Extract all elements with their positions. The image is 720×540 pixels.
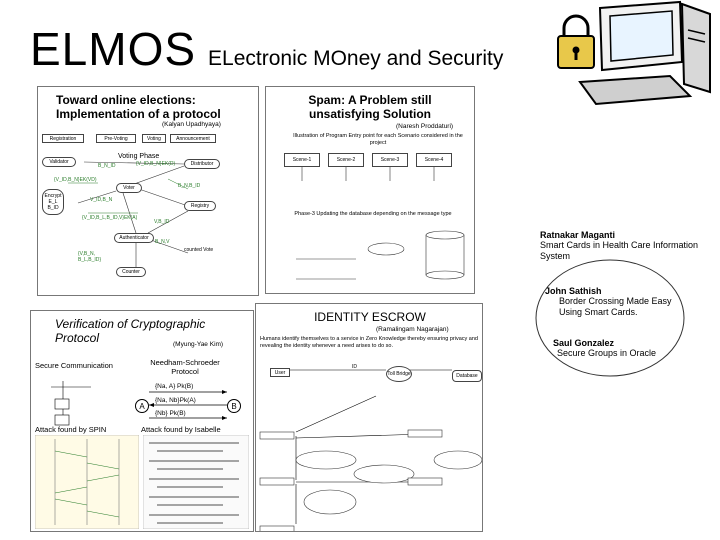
database-node: Database bbox=[452, 370, 482, 382]
crypto-panel: Verification of Cryptographic Protocol (… bbox=[30, 310, 254, 532]
spin-trace-chart bbox=[35, 435, 139, 529]
person-2-name: John Sathish bbox=[545, 286, 602, 296]
crypto-author: (Myung-Yae Kim) bbox=[173, 341, 224, 348]
computer-lock-icon bbox=[540, 0, 720, 112]
phase-announcement: Announcement bbox=[170, 134, 216, 143]
protocol-diagram bbox=[51, 381, 227, 426]
voting-diagram bbox=[68, 161, 189, 267]
escrow-description: Humans identify themselves to a service … bbox=[260, 336, 478, 349]
phase-voting: Voting bbox=[142, 134, 166, 143]
person-3-topic: Secure Groups in Oracle bbox=[557, 348, 657, 358]
elections-author: (Kalyan Upadhyaya) bbox=[162, 121, 221, 128]
crypto-title: Verification of Cryptographic Protocol bbox=[55, 317, 206, 345]
scene-3: Scene-3 bbox=[372, 153, 408, 167]
person-3: Saul Gonzalez Secure Groups in Oracle bbox=[553, 338, 693, 359]
phase-pre-voting: Pre-Voting bbox=[96, 134, 136, 143]
spam-caption: Illustration of Program Entry point for … bbox=[293, 133, 463, 146]
secure-comm-label: Secure Communication bbox=[35, 361, 113, 370]
validator-node: Validator bbox=[42, 157, 76, 167]
person-2-topic: Border Crossing Made Easy Using Smart Ca… bbox=[559, 296, 672, 317]
spam-panel: Spam: A Problem still unsatisfying Solut… bbox=[265, 86, 475, 294]
phase-registration: Registration bbox=[42, 134, 84, 143]
scene-4: Scene-4 bbox=[416, 153, 452, 167]
scene-2: Scene-2 bbox=[328, 153, 364, 167]
msg-1: {Na, A} Pk(B) bbox=[155, 383, 194, 390]
title-main: ELMOS bbox=[30, 23, 197, 75]
toll-bridge-node: Toll Bridge bbox=[386, 366, 412, 382]
person-1: Ratnakar Maganti Smart Cards in Health C… bbox=[540, 230, 716, 262]
highlight-ellipse bbox=[535, 259, 685, 377]
counter-node: Counter bbox=[116, 267, 146, 277]
protocol-name: Needham-Schroeder Protocol bbox=[150, 358, 220, 376]
elections-title: Toward online elections: Implementation … bbox=[56, 93, 221, 121]
person-1-name: Ratnakar Maganti bbox=[540, 230, 616, 240]
person-1-topic: Smart Cards in Health Care Information S… bbox=[540, 240, 699, 261]
elections-panel: Toward online elections: Implementation … bbox=[37, 86, 259, 296]
spam-flow-diagram bbox=[296, 167, 465, 280]
counted-vote-label: counted Vote bbox=[184, 247, 214, 253]
spam-author: (Naresh Proddaturi) bbox=[396, 123, 454, 130]
authenticator-node: Authenticator bbox=[114, 233, 154, 243]
spam-caption-2: Phase-3 Updating the database depending … bbox=[294, 211, 452, 217]
attack-isabelle-label: Attack found by Isabelle bbox=[141, 425, 221, 434]
msg-3: {Nb} Pk(B) bbox=[155, 410, 186, 417]
voter-node: Voter bbox=[116, 183, 142, 193]
scene-1: Scene-1 bbox=[284, 153, 320, 167]
slide-title: ELMOS ELectronic MOney and Security bbox=[30, 22, 503, 76]
isabelle-trace-list bbox=[143, 435, 249, 529]
distributor-node: Distributor bbox=[184, 159, 220, 169]
escrow-panel: IDENTITY ESCROW (Ramalingam Nagarajan) H… bbox=[255, 303, 483, 532]
person-3-name: Saul Gonzalez bbox=[553, 338, 615, 348]
registry-node: Registry bbox=[184, 201, 216, 211]
person-2: John Sathish Border Crossing Made Easy U… bbox=[545, 286, 685, 318]
escrow-diagram bbox=[259, 369, 482, 531]
voting-phase-label: Voting Phase bbox=[118, 153, 160, 160]
spam-title: Spam: A Problem still unsatisfying Solut… bbox=[308, 93, 432, 121]
escrow-title: IDENTITY ESCROW bbox=[314, 310, 426, 324]
party-b: B bbox=[227, 399, 241, 413]
attack-spin-label: Attack found by SPIN bbox=[35, 425, 107, 434]
encrypt-node: Encrypt E_L B_ID bbox=[42, 189, 64, 215]
user-node: User bbox=[270, 368, 290, 377]
escrow-author: (Ramalingam Nagarajan) bbox=[376, 326, 449, 333]
title-sub: ELectronic MOney and Security bbox=[208, 47, 504, 70]
msg-2: {Na, Nb}Pk(A) bbox=[155, 397, 196, 404]
id-label: ID bbox=[352, 364, 357, 370]
party-a: A bbox=[135, 399, 149, 413]
